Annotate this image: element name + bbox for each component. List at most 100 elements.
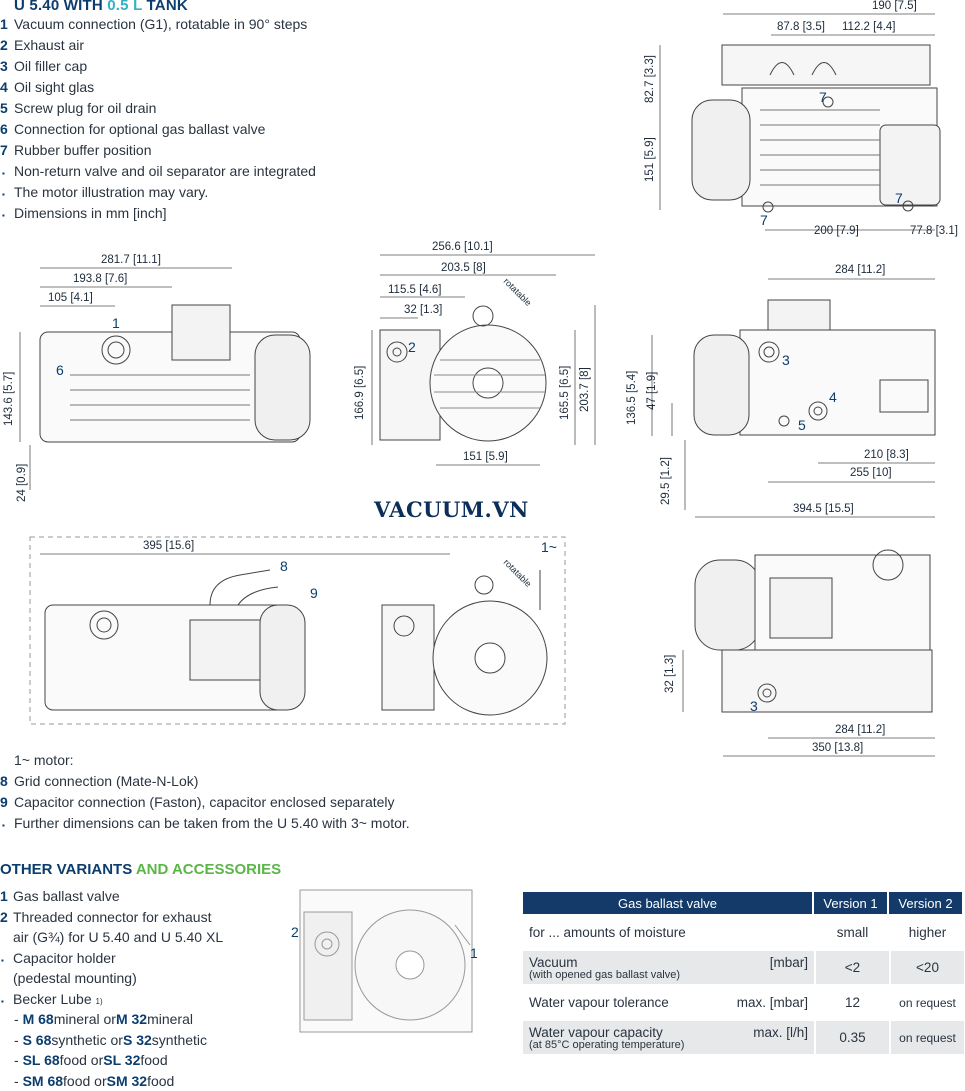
section-title: OTHER VARIANTS AND ACCESSORIES [0, 861, 282, 878]
callout-6: 6 [56, 362, 64, 378]
accessory-item: ▪Becker Lube 1) [1, 990, 103, 1007]
table-row: max. [l/h]Water vapour capacity(at 85°C … [523, 1021, 964, 1054]
watermark: VACUUM.VN [374, 497, 529, 522]
dim-label: 143.6 [5.7] [3, 371, 15, 426]
table-cell-label: [mbar]Vacuum(with opened gas ballast val… [523, 951, 814, 984]
table-cell: on request [889, 986, 964, 1019]
table-cell: higher [889, 916, 964, 949]
single-phase-tag: 1~ [541, 539, 557, 555]
drawing-bottom-view [694, 549, 933, 713]
dim-label: 256.6 [10.1] [432, 241, 493, 253]
dim-label: 47 [1.9] [646, 371, 658, 410]
table-row: max. [mbar]Water vapour tolerance 12 on … [523, 986, 964, 1019]
dim-label: 115.5 [4.6] [388, 284, 442, 296]
dim-label: 284 [11.2] [835, 264, 886, 276]
accessory-item: air (G¾) for U 5.40 and U 5.40 XL [13, 929, 224, 945]
table-header: Version 1 [814, 892, 889, 914]
dim-label: 210 [8.3] [864, 449, 909, 461]
table-cell-label: max. [mbar]Water vapour tolerance [529, 995, 808, 1010]
legend-item: ▪The motor illustration may vary. [2, 184, 209, 200]
table-header: Version 2 [889, 892, 964, 914]
accessory-callout-1: 1 [470, 945, 478, 961]
dim-label: 166.9 [6.5] [354, 365, 366, 420]
dim-label: 200 [7.9] [814, 225, 859, 237]
accessory-illustration [299, 889, 473, 1033]
gas-ballast-table: Gas ballast valve Version 1 Version 2 fo… [523, 890, 964, 1056]
drawing-single-phase-front [381, 570, 548, 716]
motor-note-item: ▪Further dimensions can be taken from th… [2, 815, 410, 831]
table-cell-label: max. [l/h]Water vapour capacity(at 85°C … [523, 1021, 814, 1054]
callout-5: 5 [798, 417, 806, 433]
callout-9: 9 [310, 585, 318, 601]
accessory-callout-2: 2 [291, 924, 299, 940]
table-row: for ... amounts of moisture small higher [523, 916, 964, 949]
drawing-front-view [379, 305, 547, 442]
page-title: U 5.40 WITH 0.5 L TANK [14, 0, 188, 14]
drawing-side-view [39, 304, 311, 443]
drawing-top-right [691, 44, 941, 213]
table-header: Gas ballast valve [523, 892, 814, 914]
dim-label: 151 [5.9] [463, 451, 508, 463]
dim-label: 32 [1.3] [404, 304, 443, 316]
dim-label: 77.8 [3.1] [910, 225, 958, 237]
dim-label: 29.5 [1.2] [660, 457, 672, 505]
callout-7: 7 [760, 212, 768, 228]
dim-label: 350 [13.8] [812, 742, 864, 754]
dim-label: 203.7 [8] [579, 367, 591, 412]
oil-item: - SM 68 food or SM 32 food [14, 1072, 175, 1089]
oil-item: - M 68 mineral or M 32 mineral [14, 1011, 193, 1027]
dim-label: 165.5 [6.5] [559, 365, 571, 420]
callout-7: 7 [895, 190, 903, 206]
table-cell: <2 [814, 951, 889, 984]
legend-item: ▪Non-return valve and oil separator are … [2, 163, 316, 179]
oil-item: - S 68 synthetic or S 32 synthetic [14, 1031, 208, 1048]
table-cell-label: for ... amounts of moisture [529, 925, 686, 940]
dim-label: 24 [0.9] [16, 463, 28, 502]
callout-1: 1 [112, 315, 120, 331]
dim-label: 112.2 [4.4] [842, 21, 896, 33]
dim-label: 281.7 [11.1] [101, 254, 161, 266]
dim-label: 32 [1.3] [664, 654, 676, 693]
dim-label: 105 [4.1] [48, 292, 93, 304]
table-cell: small [814, 916, 889, 949]
table-header-row: Gas ballast valve Version 1 Version 2 [523, 892, 964, 914]
dim-label: 87.8 [3.5] [777, 21, 825, 33]
dim-label: 394.5 [15.5] [793, 503, 854, 515]
dim-label: 82.7 [3.3] [644, 55, 656, 103]
dim-label: 284 [11.2] [835, 724, 886, 736]
accessory-item: ▪Capacitor holder [1, 949, 116, 966]
callout-8: 8 [280, 558, 288, 574]
table-cell: on request [889, 1021, 964, 1054]
dim-label: 190 [7.5] [872, 0, 917, 12]
table-cell: 0.35 [814, 1021, 889, 1054]
accessory-item: (pedestal mounting) [13, 970, 137, 986]
dim-label: 203.5 [8] [441, 262, 486, 274]
legend-item: ▪Dimensions in mm [inch] [2, 205, 167, 221]
table-cell: 12 [814, 986, 889, 1019]
motor-note-heading: 1~ motor: [14, 752, 74, 768]
dim-label: 151 [5.9] [644, 137, 656, 182]
table-cell: <20 [889, 951, 964, 984]
callout-3: 3 [782, 352, 790, 368]
dim-label: 193.8 [7.6] [73, 273, 128, 285]
callout-7: 7 [819, 89, 827, 105]
oil-item: - SL 68 food or SL 32 food [14, 1052, 168, 1068]
callout-4: 4 [829, 389, 837, 405]
dim-label: 395 [15.6] [143, 540, 195, 552]
drawing-right-view [693, 299, 936, 436]
dim-label: 136.5 [5.4] [626, 370, 638, 425]
